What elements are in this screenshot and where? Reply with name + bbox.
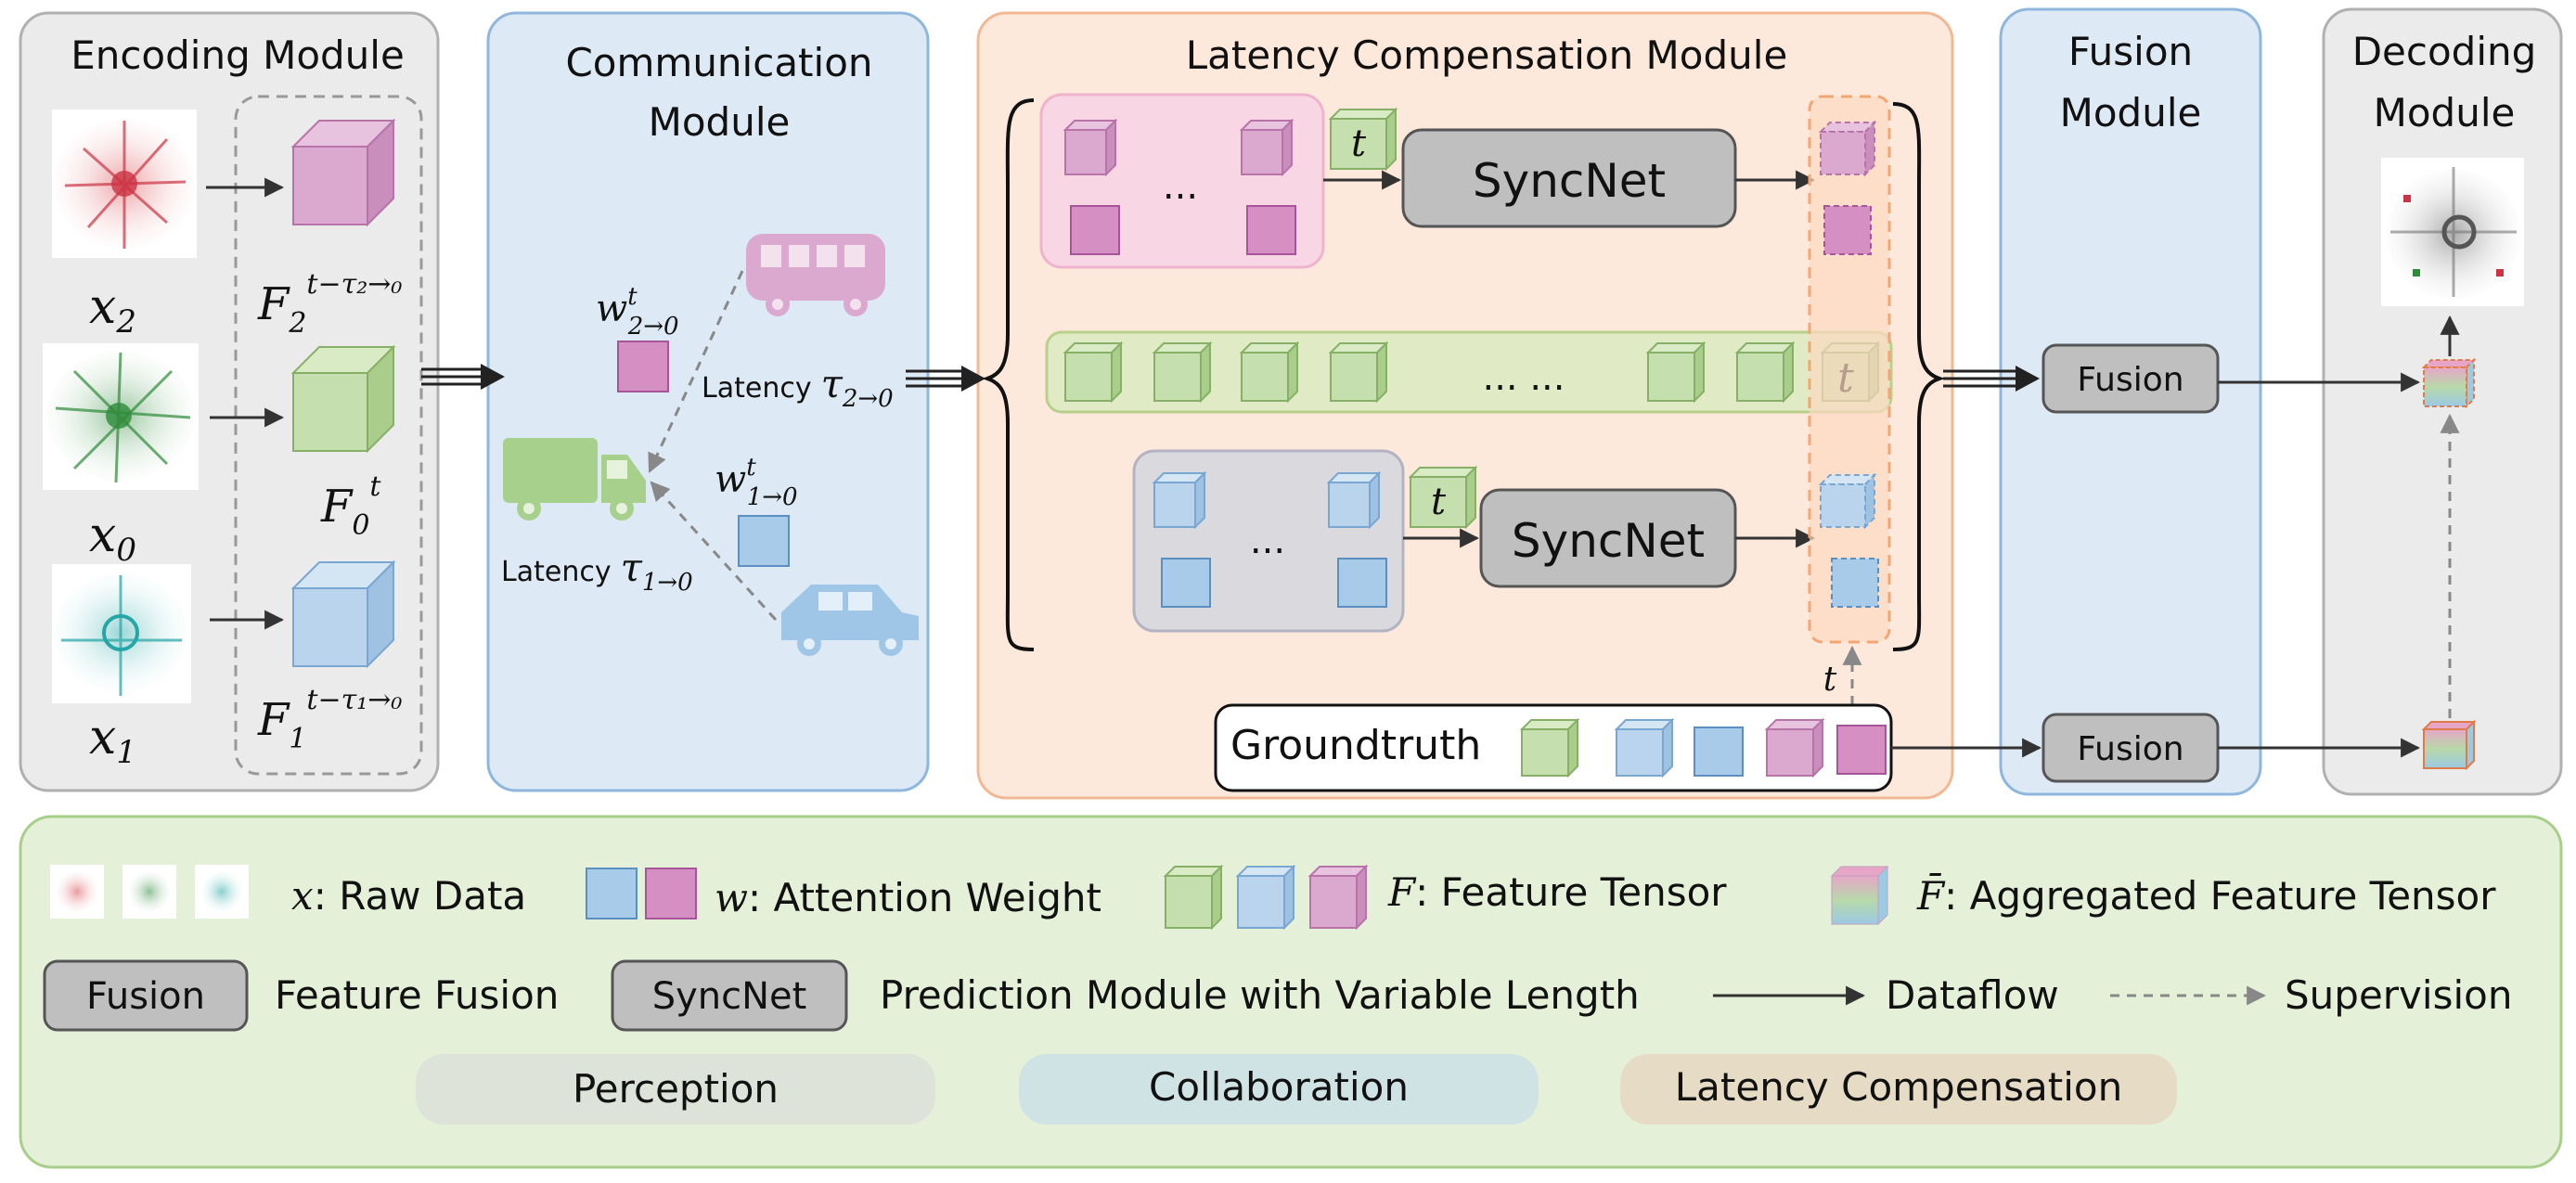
legend-fusion-box	[43, 959, 249, 1032]
blue-ellipsis: ...	[1250, 520, 1285, 562]
legend-syncnet-text: Prediction Module with Variable Length	[880, 972, 1640, 1018]
fusion-box-top-label: Fusion	[2077, 361, 2183, 399]
triple-arrow-enc-to-comm	[421, 364, 505, 390]
legend-syncnet-box-label: SyncNet	[652, 975, 807, 1018]
raw-data-image-x1	[52, 564, 191, 703]
pink-cube-1	[1063, 118, 1118, 177]
legend-category-perception-label: Perception	[573, 1066, 779, 1112]
legend-aggregated-label: F̄: Aggregated Feature Tensor	[1916, 871, 2496, 919]
communication-module-title-line1: Communication	[565, 40, 872, 85]
communication-module-title-line2: Module	[649, 99, 791, 145]
raw-data-image-x0	[43, 343, 199, 490]
var-x1-label: x1	[89, 710, 136, 771]
left-brace	[981, 98, 1035, 651]
car-icon	[781, 585, 919, 656]
var-x0-label: x0	[89, 508, 136, 569]
pink-cube-2	[1239, 118, 1294, 177]
fusion-module-title-line1: Fusion	[2068, 29, 2193, 74]
legend-weight-pink	[645, 868, 697, 919]
blue-cube-2	[1326, 470, 1382, 530]
attention-weight-w1	[738, 515, 790, 567]
legend-dataflow-text: Dataflow	[1886, 972, 2059, 1018]
time-cube-top: t	[1328, 107, 1398, 172]
legend-syncnet-box	[611, 959, 848, 1032]
aggregated-cube-top	[2421, 357, 2477, 409]
feature-label-f1: F1t−τ₁→₀	[257, 684, 402, 755]
decoded-output-image	[2381, 158, 2524, 306]
legend-category-latency	[1620, 1054, 2177, 1125]
legend-fusion-box-label: Fusion	[86, 975, 205, 1018]
feature-group-dashed	[234, 95, 423, 776]
feature-cube-f0	[290, 344, 396, 454]
fusion-module-title-line2: Module	[2060, 90, 2202, 135]
legend-feature-cubes	[1163, 864, 1369, 931]
triple-arrow-lat-to-fusion	[1943, 366, 2040, 392]
syncnet-bottom-label: SyncNet	[1512, 514, 1705, 568]
bus-icon	[746, 234, 885, 316]
var-x2-label: x2	[89, 279, 136, 341]
legend-weight-blue	[586, 868, 638, 919]
fusion-box-bottom-label: Fusion	[2077, 730, 2183, 768]
groundtruth-green-cube	[1519, 717, 1580, 778]
blue-weight-2	[1337, 558, 1387, 608]
legend-feature-label: F: Feature Tensor	[1387, 869, 1727, 915]
predicted-pink-weight	[1823, 205, 1872, 255]
encoding-module-title: Encoding Module	[71, 32, 405, 78]
right-brace	[1892, 102, 1946, 651]
feature-cube-f2	[290, 118, 396, 227]
pink-weight-2	[1246, 205, 1296, 255]
predicted-pink-cube	[1818, 120, 1877, 177]
legend-category-collaboration	[1019, 1054, 1539, 1125]
green-ellipsis: ... ...	[1482, 356, 1565, 399]
raw-data-image-x2	[52, 109, 197, 258]
groundtruth-pink-weight	[1836, 725, 1887, 775]
blue-cube-1	[1152, 470, 1207, 530]
legend-attention-label: w: Attention Weight	[715, 875, 1101, 920]
predicted-blue-weight	[1831, 558, 1879, 608]
svg-text:t: t	[1351, 122, 1367, 165]
blue-weight-1	[1161, 558, 1211, 608]
legend-raw-data-icons	[50, 865, 249, 919]
feature-cube-f1	[290, 559, 396, 669]
aggregated-cube-bottom	[2421, 719, 2477, 771]
legend-raw-data-label: x: Raw Data	[291, 873, 526, 919]
groundtruth-blue-cube	[1614, 717, 1675, 778]
legend-category-perception	[416, 1054, 935, 1125]
feature-label-f0: F0t	[320, 470, 381, 542]
truck-icon	[503, 438, 646, 521]
pink-weight-1	[1070, 205, 1120, 255]
triple-arrow-comm-to-lat	[906, 366, 985, 392]
syncnet-top	[1401, 128, 1737, 228]
fusion-box-top	[2041, 343, 2220, 414]
legend-supervision-text: Supervision	[2285, 972, 2512, 1018]
svg-text:t: t	[1431, 481, 1447, 523]
groundtruth-blue-weight	[1694, 727, 1744, 777]
supervision-time-label: t	[1823, 661, 1837, 699]
time-cube-bottom: t	[1408, 465, 1478, 530]
decoding-module-title-line1: Decoding	[2352, 29, 2537, 74]
latency-module-title: Latency Compensation Module	[1186, 32, 1788, 78]
predicted-blue-cube	[1818, 472, 1877, 530]
pink-ellipsis: ...	[1163, 165, 1198, 208]
decoding-module-title-line2: Module	[2374, 90, 2516, 135]
legend-fusion-text: Feature Fusion	[275, 972, 559, 1018]
legend-aggregated-cube	[1830, 865, 1889, 926]
legend-category-collaboration-label: Collaboration	[1149, 1064, 1409, 1110]
groundtruth-pink-cube	[1764, 717, 1825, 778]
attention-weight-w2	[617, 341, 669, 392]
feature-label-f2: F2t−τ₂→₀	[257, 268, 402, 340]
legend-category-latency-label: Latency Compensation	[1675, 1064, 2123, 1110]
groundtruth-label: Groundtruth	[1230, 722, 1481, 769]
syncnet-top-label: SyncNet	[1473, 154, 1666, 208]
